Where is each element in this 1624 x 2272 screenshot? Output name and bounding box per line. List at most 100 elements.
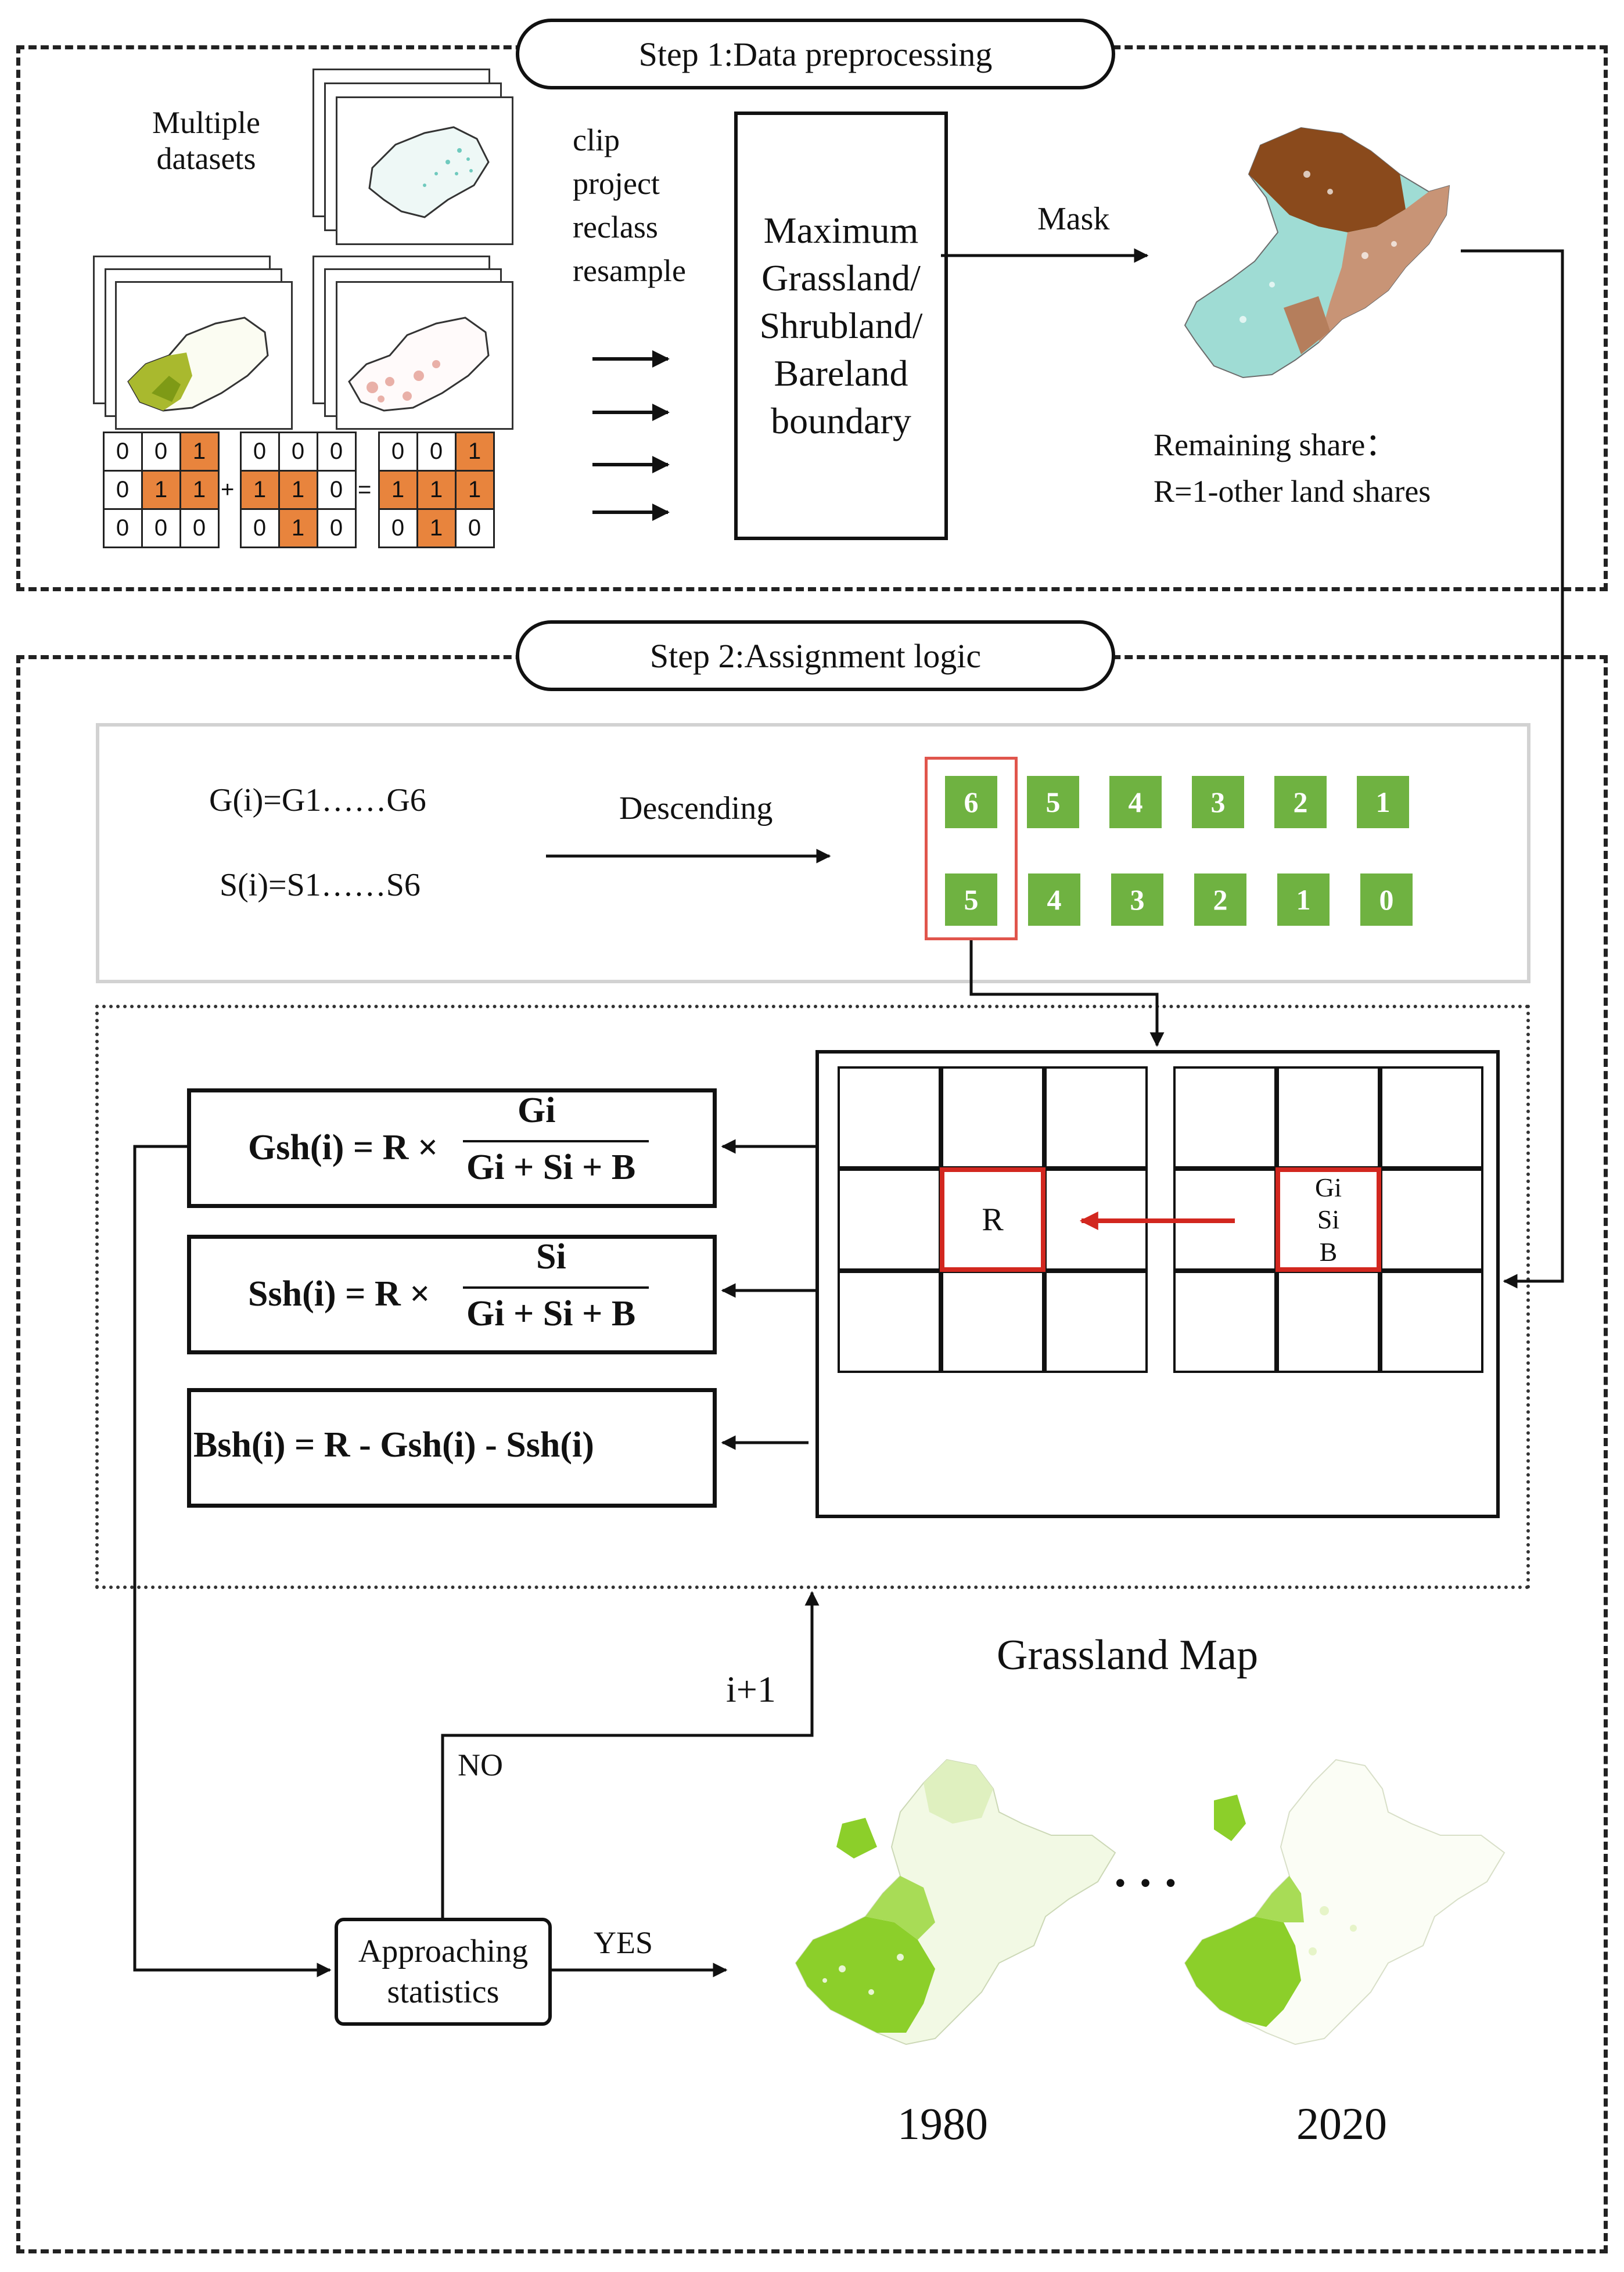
matrix-cell: 1: [179, 431, 220, 472]
ssh-denominator: Gi + Si + B: [466, 1294, 636, 1333]
matrix-cell: 0: [239, 508, 280, 548]
region-map-thumbnail: [368, 126, 490, 218]
boundary-line: Grassland/: [761, 257, 921, 299]
selected-pair-highlight: [925, 757, 1018, 940]
map-card: [115, 281, 293, 430]
g-badge: 5: [1027, 776, 1079, 828]
source-gi: Gi: [1315, 1173, 1342, 1203]
grassland-map-2020: [1184, 1759, 1506, 2045]
matrix-cell: 0: [141, 508, 181, 548]
matrix-cell: 0: [102, 508, 143, 548]
matrix-cell: 0: [378, 508, 418, 548]
boundary-line: boundary: [771, 400, 911, 441]
yes-branch-label: YES: [594, 1925, 653, 1960]
grid-cell: [838, 1066, 941, 1169]
grid-cell: [1380, 1066, 1483, 1169]
matrix-cell: 1: [141, 469, 181, 510]
step1-title: Step 1:Data preprocessing: [516, 19, 1115, 89]
boundary-box: Maximum Grassland/ Shrubland/ Bareland b…: [734, 112, 948, 540]
grid-cell: [1380, 1169, 1483, 1271]
matrix-cell: 0: [102, 431, 143, 472]
fraction-bar: [463, 1286, 649, 1289]
matrix-cell: 0: [416, 431, 457, 472]
map-card: [336, 96, 513, 245]
g-badge: 2: [1274, 776, 1327, 828]
remaining-share-label: Remaining share：: [1154, 427, 1397, 462]
matrix-cell: 0: [378, 431, 418, 472]
matrix-cell: 0: [316, 431, 357, 472]
ellipsis: • • •: [1115, 1867, 1180, 1899]
bsh-formula-box: Bsh(i) = R - Gsh(i) - Ssh(i): [187, 1388, 717, 1508]
grid-cell: [1044, 1066, 1148, 1169]
mask-label: Mask: [1037, 201, 1110, 237]
matrix-cell: 0: [454, 508, 495, 548]
matrix-cell: 1: [378, 469, 418, 510]
g-sequence-label: G(i)=G1……G6: [209, 782, 426, 818]
step2-title: Step 2:Assignment logic: [516, 620, 1115, 691]
matrix-cell: 1: [416, 508, 457, 548]
boundary-line: Bareland: [774, 352, 908, 394]
grassland-map-1980: [795, 1759, 1116, 2045]
gsh-lhs: Gsh(i) = R ×: [248, 1128, 439, 1167]
sorting-panel: [96, 723, 1530, 983]
target-center-cell: R: [940, 1167, 1045, 1272]
grid-cell: [941, 1271, 1044, 1373]
matrix-cell: 1: [454, 431, 495, 472]
datasets-label: Multiple datasets: [152, 105, 260, 177]
gsh-formula-box: Gsh(i) = R × Gi Gi + Si + B: [187, 1088, 717, 1208]
matrix-cell: 0: [316, 469, 357, 510]
matrix-cell: 0: [239, 431, 280, 472]
grid-cell: [838, 1169, 941, 1271]
source-b: B: [1319, 1236, 1338, 1267]
year-2020: 2020: [1296, 2098, 1387, 2149]
descending-label: Descending: [619, 790, 773, 826]
matrix-operator: =: [358, 477, 372, 502]
matrix-operator: +: [221, 477, 235, 502]
matrix-cell: 0: [102, 469, 143, 510]
matrix-cell: 0: [316, 508, 357, 548]
grid-cell: [1173, 1066, 1277, 1169]
s-badge: 4: [1028, 873, 1080, 926]
matrix-cell: 1: [416, 469, 457, 510]
grid-cell: [1380, 1271, 1483, 1373]
approach-line: Approaching: [358, 1933, 529, 1969]
no-branch-label: NO: [458, 1748, 503, 1782]
grid-cell: [941, 1066, 1044, 1169]
matrix-cell: 1: [278, 469, 318, 510]
matrix-cell: 1: [179, 469, 220, 510]
boundary-line: Shrubland/: [759, 305, 923, 347]
masked-remaining-share-map: [1184, 127, 1450, 379]
matrix-cell: 1: [278, 508, 318, 548]
g-badge: 1: [1357, 776, 1409, 828]
remaining-share-symbol: R: [982, 1202, 1004, 1238]
s-badge: 5: [945, 873, 997, 926]
year-1980: 1980: [897, 2098, 988, 2149]
region-map-thumbnail: [348, 317, 490, 412]
grassland-map-title: Grassland Map: [997, 1631, 1259, 1679]
approaching-statistics-box: Approaching statistics: [335, 1918, 552, 2026]
matrix-cell: 0: [179, 508, 220, 548]
bsh-formula: Bsh(i) = R - Gsh(i) - Ssh(i): [193, 1425, 594, 1465]
ssh-numerator: Si: [536, 1237, 566, 1277]
s-badge: 1: [1277, 873, 1330, 926]
grid-cell: [1044, 1271, 1148, 1373]
ssh-formula-box: Ssh(i) = R × Si Gi + Si + B: [187, 1235, 717, 1354]
s-badge: 2: [1194, 873, 1246, 926]
gsh-denominator: Gi + Si + B: [466, 1148, 636, 1187]
matrix-cell: 1: [239, 469, 280, 510]
s-sequence-label: S(i)=S1……S6: [220, 867, 421, 903]
computation-panel: [95, 1005, 1530, 1589]
grid-cell: [1044, 1169, 1148, 1271]
ssh-lhs: Ssh(i) = R ×: [248, 1274, 430, 1314]
operation-project: project: [573, 166, 660, 201]
matrix-cell: 0: [141, 431, 181, 472]
g-badge: 4: [1109, 776, 1162, 828]
s-badge: 0: [1360, 873, 1413, 926]
loop-increment-label: i+1: [726, 1669, 776, 1710]
grid-cell: [1277, 1066, 1380, 1169]
grid-cell: [1173, 1271, 1277, 1373]
g-badge: 3: [1192, 776, 1244, 828]
